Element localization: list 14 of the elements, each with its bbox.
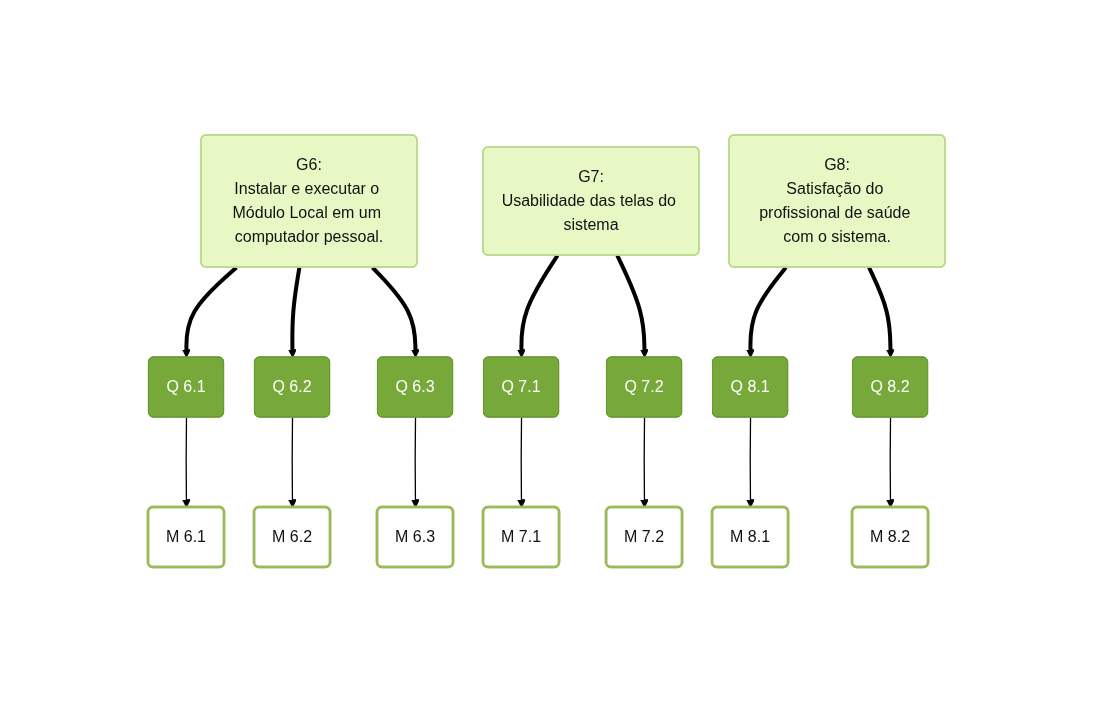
arrow <box>746 266 788 358</box>
arrow <box>288 267 302 358</box>
arrow <box>746 416 756 508</box>
arrow <box>867 266 896 358</box>
arrow <box>886 416 896 508</box>
arrow <box>288 416 298 508</box>
arrow <box>182 266 239 358</box>
arrow <box>371 266 421 358</box>
arrow <box>182 416 192 508</box>
arrow <box>411 416 421 508</box>
arrow <box>640 416 650 508</box>
arrow <box>517 254 560 358</box>
arrow <box>616 254 650 358</box>
arrow <box>517 416 527 508</box>
